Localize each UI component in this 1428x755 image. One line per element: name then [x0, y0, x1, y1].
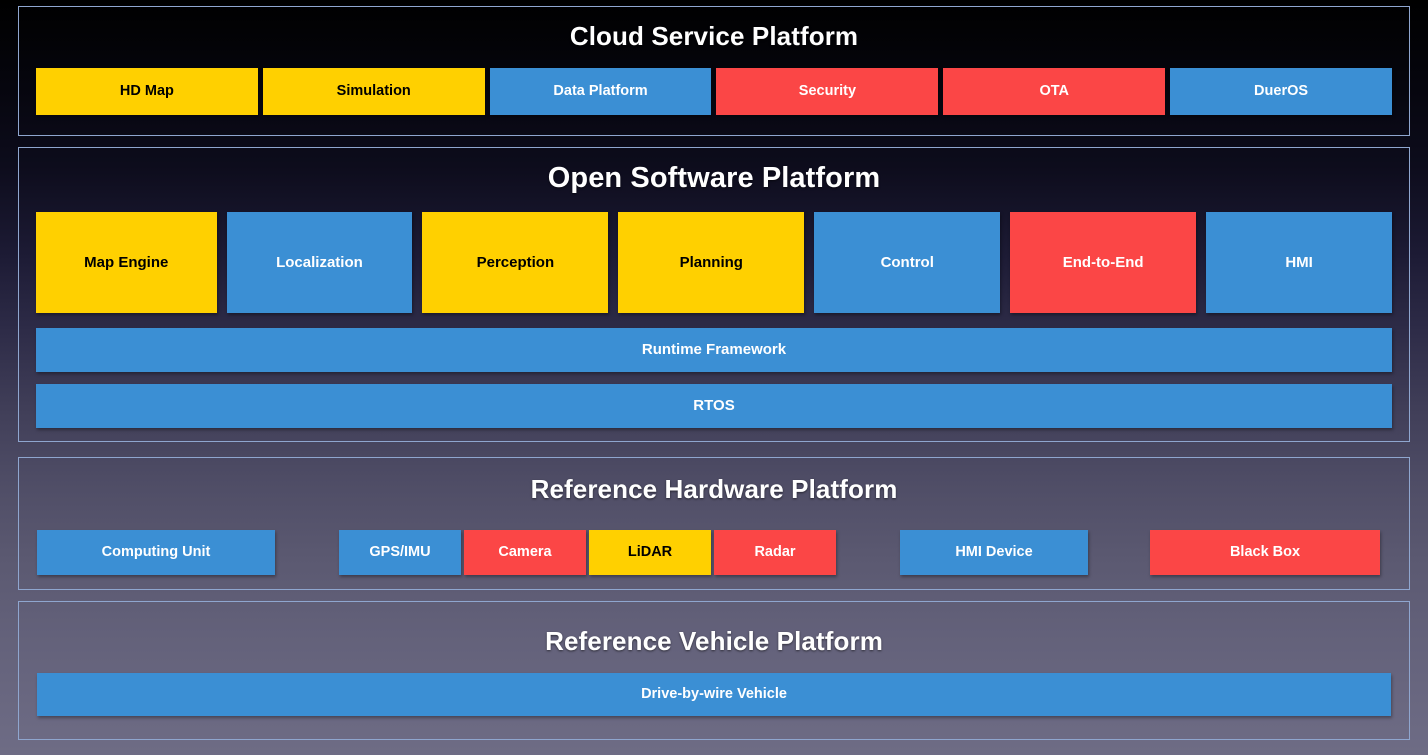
layer-title-vehicle: Reference Vehicle Platform [545, 626, 883, 656]
cloud-block-row: HD Map Simulation Data Platform Security… [36, 68, 1392, 115]
block-control[interactable]: Control [814, 212, 1001, 313]
sensor-group: GPS/IMU Camera LiDAR Radar [339, 530, 836, 575]
layer-title-hardware: Reference Hardware Platform [530, 474, 898, 504]
software-module-row: Map Engine Localization Perception Plann… [36, 212, 1393, 313]
spacer-2 [836, 530, 900, 575]
block-map-engine[interactable]: Map Engine [36, 212, 217, 313]
hardware-block-row: Computing Unit GPS/IMU Camera LiDAR Rada… [37, 530, 1391, 575]
block-security[interactable]: Security [716, 68, 939, 115]
spacer-1 [275, 530, 339, 575]
block-hmi[interactable]: HMI [1206, 212, 1393, 313]
block-black-box[interactable]: Black Box [1150, 530, 1380, 575]
block-camera[interactable]: Camera [464, 530, 586, 575]
block-planning[interactable]: Planning [618, 212, 805, 313]
block-dueros[interactable]: DuerOS [1170, 68, 1392, 115]
spacer-3 [1088, 530, 1150, 575]
block-lidar[interactable]: LiDAR [589, 530, 711, 575]
block-gps-imu[interactable]: GPS/IMU [339, 530, 461, 575]
block-ota[interactable]: OTA [943, 68, 1166, 115]
layer-title-cloud: Cloud Service Platform [569, 21, 859, 51]
layer-reference-hardware-platform: Reference Hardware Platform Computing Un… [18, 457, 1410, 590]
block-perception[interactable]: Perception [422, 212, 609, 313]
layer-reference-vehicle-platform: Reference Vehicle Platform Drive-by-wire… [18, 601, 1410, 740]
block-localization[interactable]: Localization [226, 212, 413, 313]
bar-runtime-framework[interactable]: Runtime Framework [36, 328, 1392, 372]
block-computing-unit[interactable]: Computing Unit [37, 530, 275, 575]
block-radar[interactable]: Radar [714, 530, 836, 575]
block-hmi-device[interactable]: HMI Device [900, 530, 1088, 575]
layer-title-software: Open Software Platform [547, 162, 881, 194]
block-simulation[interactable]: Simulation [262, 68, 485, 115]
block-data-platform[interactable]: Data Platform [489, 68, 712, 115]
block-hd-map[interactable]: HD Map [36, 68, 258, 115]
layer-open-software-platform: Open Software Platform Map Engine Locali… [18, 147, 1410, 442]
layer-cloud-service-platform: Cloud Service Platform HD Map Simulation… [18, 6, 1410, 136]
bar-rtos[interactable]: RTOS [36, 384, 1392, 428]
bar-drive-by-wire-vehicle[interactable]: Drive-by-wire Vehicle [37, 673, 1391, 716]
block-end-to-end[interactable]: End-to-End [1010, 212, 1197, 313]
